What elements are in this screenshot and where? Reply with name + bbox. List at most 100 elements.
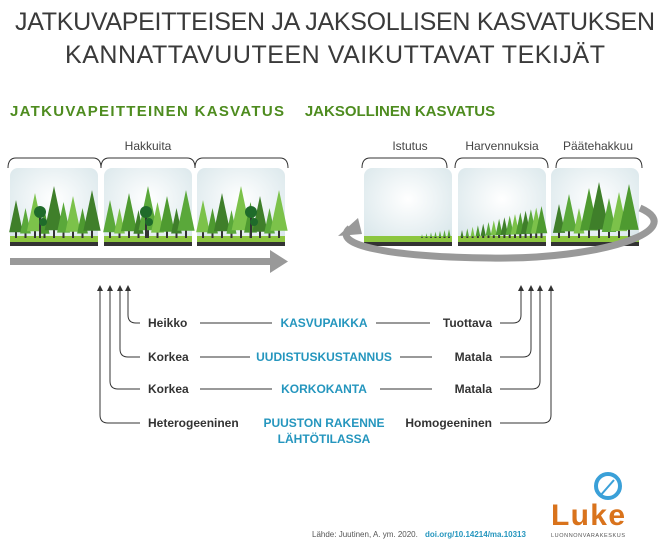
tree-trunk [39,214,41,238]
tree-icon [475,225,481,237]
ground [551,236,639,242]
tree-trunk [211,232,214,238]
left-bracket-line [109,287,140,390]
factor-name: UUDISTUSKUSTANNUS [256,350,392,364]
deciduous-tree-icon [34,206,46,218]
title-line-1: JATKUVAPEITTEISEN JA JAKSOLLISEN KASVATU… [15,8,655,36]
tree-trunk [43,232,46,238]
tree-trunk [137,232,140,238]
tree-trunk [578,232,580,238]
tree-trunk [558,231,560,238]
tree-trunk [628,227,630,238]
brace [361,157,448,169]
tree-trunk [503,233,506,238]
tree-icon [120,193,138,232]
tree-icon [485,222,492,236]
tree-icon [44,186,64,231]
left-heading: JATKUVAPEITTEINEN KASVATUS [10,103,284,120]
tree-trunk [91,228,93,238]
factor-name: KORKOKANTA [281,382,367,396]
tree-trunk [439,236,441,238]
luke-logo: Luke LUONNONVARAKESKUS [551,472,625,539]
arrowhead-up [528,285,534,291]
tree-icon [83,190,101,231]
tree-trunk [529,232,532,238]
tree-icon [443,230,446,237]
soil [551,242,639,246]
forest-panel [9,168,101,246]
tree-trunk [508,233,511,238]
tree-icon [434,231,437,238]
tree-icon [159,196,175,232]
forest-panel [364,168,452,246]
arrowhead-up [518,285,524,291]
brace [194,157,289,169]
right-bracket-line [500,287,552,424]
tree-trunk [145,214,147,238]
tree-icon [103,200,117,233]
tree-trunk [175,232,178,238]
tree-trunk [166,229,168,238]
tree-trunk [118,232,121,238]
tree-trunk [461,236,463,238]
right-bracket-line [500,287,541,390]
ground [458,236,546,242]
tree-trunk [498,234,501,238]
tree-trunk [221,229,223,238]
leaf-icon [594,472,622,500]
tree-trunk [268,232,271,238]
forest-panel [196,168,288,246]
tree-trunk [598,226,600,238]
tree-icon [421,234,423,238]
tree-icon [438,230,442,237]
tree-icon [561,194,577,232]
svg-text:Luke: Luke [551,499,625,532]
source-doi-link[interactable]: doi.org/10.14214/ma.10313 [425,530,527,539]
arrowhead-up [548,285,554,291]
forest-panel [103,168,195,246]
brace [454,157,549,169]
soil [458,242,546,246]
left-bracket-line [119,287,140,358]
tree-icon [270,190,288,231]
right-bracket-line [500,287,532,358]
forest-panel [551,168,639,246]
factor-name: KASVUPAIKKA [280,316,367,330]
tree-trunk [34,229,36,238]
deciduous-tree-icon [245,206,257,218]
tree-icon [460,230,464,237]
factor-name-line-2: LÄHTÖTILASSA [278,431,371,446]
stage-istutus: Istutus [392,139,427,153]
deciduous-tree-icon [145,218,153,226]
tree-icon [447,229,451,237]
tree-icon [470,226,475,237]
tree-trunk [524,232,527,238]
tree-trunk [514,233,516,238]
brace [100,157,196,169]
tree-trunk [588,228,590,238]
factor-row-uudistuskustannus: Korkea UUDISTUSKUSTANNUS Matala [148,350,492,364]
stage-braces [7,157,643,169]
tree-icon [480,223,486,236]
tree-icon [425,233,428,238]
tree-trunk [448,236,450,238]
soil [104,242,192,246]
forest-panels [9,168,639,246]
deciduous-tree-icon [39,218,47,226]
tree-icon [495,218,503,236]
factor-left-value: Korkea [148,382,189,396]
tree-trunk [608,230,610,238]
stage-harvennuksia: Harvennuksia [465,139,539,153]
tree-trunk [15,230,17,238]
tree-icon [588,182,610,230]
tree-trunk [492,234,495,238]
factor-row-kasvupaikka: Heikko KASVUPAIKKA Tuottava [148,316,492,330]
tree-icon [177,190,195,231]
tree-icon [151,202,164,233]
tree-trunk [434,236,437,238]
tree-trunk [185,228,187,238]
tree-icon [57,202,70,233]
left-bracket-line [127,287,140,324]
factor-left-value: Heterogeeninen [148,416,239,430]
ground [197,236,285,242]
